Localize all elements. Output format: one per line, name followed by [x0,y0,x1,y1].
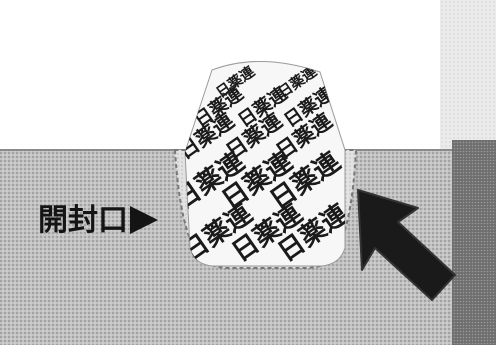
arrow-up-left-icon [357,189,456,301]
triangle-right-icon [130,206,158,234]
package-side-dark [452,140,496,345]
opening-label: 開封口 [38,203,128,238]
seal-sheet: 日薬連日薬連日薬連日薬連日薬連日薬連日薬連日薬連日薬連日薬連日薬連日薬連日薬連日… [184,60,346,267]
